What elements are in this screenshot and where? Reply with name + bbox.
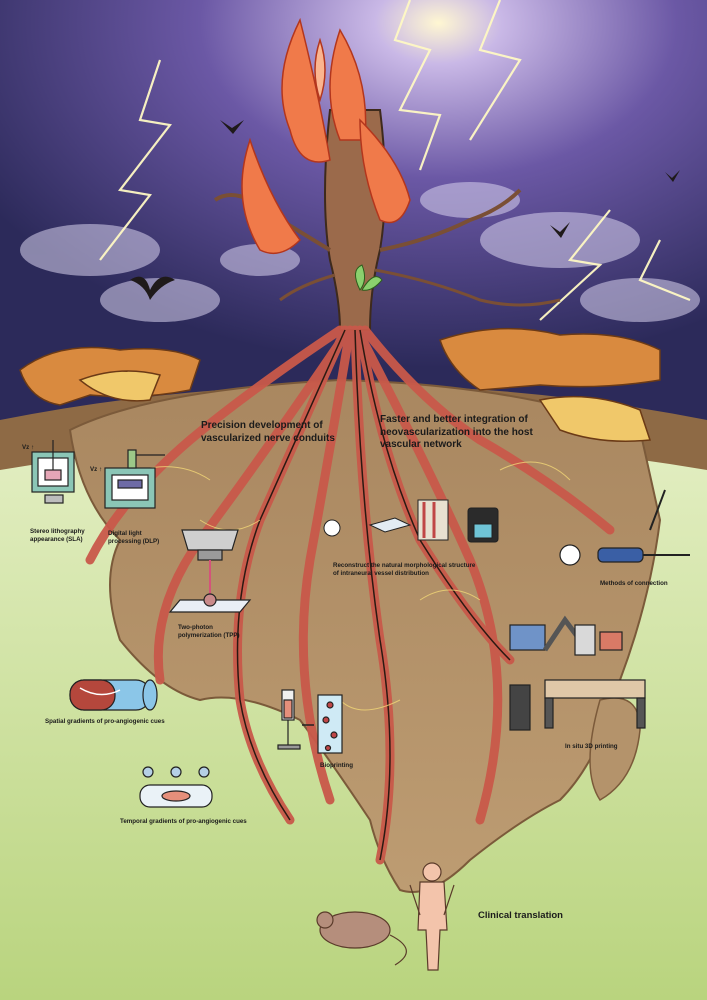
clinical-figures	[316, 862, 455, 971]
faster-title: Faster and better integration of neovasc…	[380, 414, 533, 452]
clinical-label: Clinical translation	[478, 910, 563, 921]
faster-line-3: vascular network	[380, 439, 462, 450]
bioprinting-device	[277, 689, 343, 754]
precision-title: Precision development of vascularized ne…	[201, 420, 335, 445]
temporal-device	[139, 766, 213, 808]
dlp-line-2: processing (DLP)	[108, 537, 160, 545]
birds	[130, 120, 680, 300]
soil-continent	[68, 378, 662, 893]
reconstruct-label: Reconstruct the natural morphological st…	[333, 562, 475, 578]
lightning-bolts	[99, 0, 691, 321]
tree-branch-right	[379, 188, 522, 252]
faster-line-2: neovascularization into the host	[380, 426, 533, 438]
insitu-label: In situ 3D printing	[565, 743, 618, 750]
running-animals	[19, 327, 661, 442]
dlp-label: Digital light processing (DLP)	[108, 530, 159, 546]
sla-label: Stereo lithography appearance (SLA)	[30, 528, 85, 544]
spatial-label: Spatial gradients of pro-angiogenic cues	[45, 718, 165, 725]
island	[589, 697, 641, 801]
methods-label: Methods of connection	[600, 580, 668, 587]
connection-device	[559, 489, 690, 566]
sla-device	[31, 440, 75, 504]
temporal-label: Temporal gradients of pro-angiogenic cue…	[120, 818, 247, 825]
sprout	[355, 264, 383, 291]
faster-line-1: Faster and better integration of	[380, 414, 528, 425]
dlp-line-1: Digital light	[108, 530, 142, 537]
vz-label-2: Vz ↑	[90, 466, 103, 473]
tpp-device	[168, 529, 252, 613]
precision-line-2: vascularized nerve conduits	[201, 432, 335, 444]
reconstruct-line-2: of intraneural vessel distribution	[333, 569, 429, 577]
sla-line-1: Stereo lithography	[30, 528, 85, 535]
flames	[241, 17, 411, 255]
insitu-device	[509, 615, 646, 731]
vz-label-1: Vz ↑	[22, 444, 35, 451]
spatial-conduit	[69, 679, 158, 711]
reconstruct-devices	[323, 499, 499, 543]
reconstruct-line-1: Reconstruct the natural morphological st…	[333, 562, 476, 569]
dlp-device	[104, 449, 165, 509]
tpp-line-1: Two-photon	[178, 624, 213, 631]
precision-line-1: Precision development of	[201, 420, 323, 431]
tpp-label: Two-photon polymerization (TPP)	[178, 624, 240, 640]
bioprinting-label: Bioprinting	[320, 762, 353, 769]
tpp-line-2: polymerization (TPP)	[178, 631, 240, 639]
sla-line-2: appearance (SLA)	[30, 535, 83, 543]
